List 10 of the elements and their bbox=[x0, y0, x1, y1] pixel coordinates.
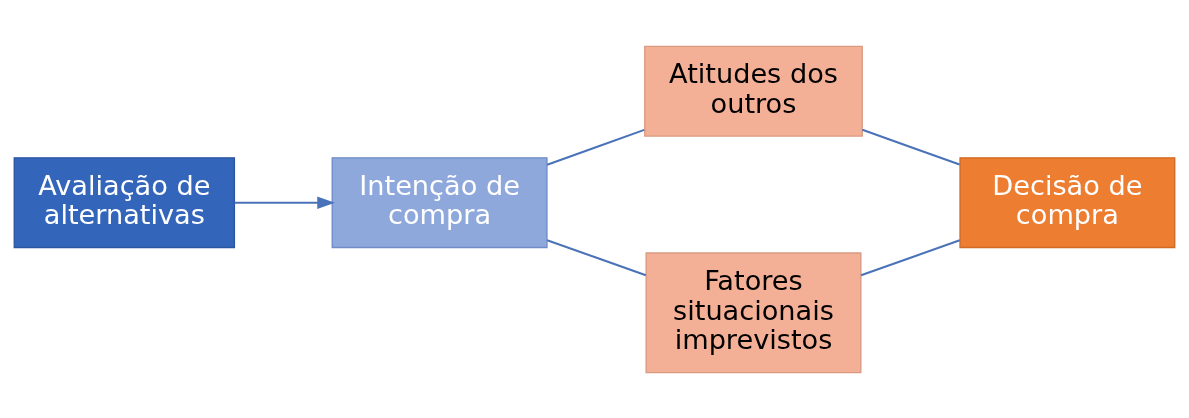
node-box: Avaliação de alternativas bbox=[13, 156, 236, 248]
node-box: Decisão de compra bbox=[959, 156, 1176, 248]
connector bbox=[546, 128, 645, 166]
connector bbox=[862, 128, 960, 166]
node-box: Intenção de compra bbox=[331, 156, 548, 248]
node-box: Fatores situacionais imprevistos bbox=[645, 251, 862, 373]
connector bbox=[860, 238, 961, 276]
connector bbox=[546, 238, 647, 276]
node-box: Atitudes dos outros bbox=[644, 45, 863, 137]
arrow bbox=[234, 196, 335, 209]
